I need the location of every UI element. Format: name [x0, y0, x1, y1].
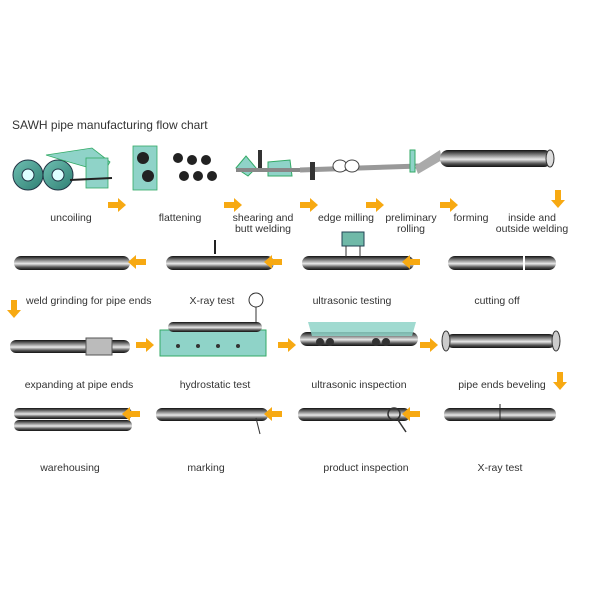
row2-pipes [14, 231, 556, 270]
flow-arrow [402, 407, 420, 421]
flow-arrow [300, 198, 318, 212]
shearing-illustration [235, 150, 300, 177]
step-label-uncoiling: uncoiling [50, 212, 92, 224]
step-label-beveling: pipe ends beveling [458, 379, 546, 391]
flow-arrow [278, 338, 296, 352]
step-label-shearing: shearing and butt welding [232, 212, 294, 235]
step-label-xray-test-2: X-ray test [477, 462, 523, 474]
flattening-illustration [132, 145, 217, 191]
step-label-warehousing: warehousing [40, 462, 100, 474]
step-label-flattening: flattening [158, 212, 202, 224]
step-label-hydrostatic: hydrostatic test [179, 379, 251, 391]
flow-arrow [551, 190, 565, 208]
step-label-expanding: expanding at pipe ends [24, 379, 134, 391]
step-label-preliminary-rolling: preliminary rolling [385, 212, 437, 235]
step-label-forming: forming [453, 212, 489, 224]
step-label-edge-milling: edge milling [317, 212, 375, 224]
step-label-cutting-off: cutting off [474, 295, 520, 307]
flow-arrow [402, 255, 420, 269]
preliminary-rolling-illustration [409, 149, 442, 174]
forming-welding-pipe [440, 149, 555, 168]
uncoiling-illustration [12, 147, 113, 191]
flow-arrow [128, 255, 146, 269]
step-label-inside-outside-welding: inside and outside welding [495, 212, 569, 235]
flow-arrow [366, 198, 384, 212]
step-label-weld-grinding: weld grinding for pipe ends [26, 295, 152, 307]
edge-milling-illustration [299, 159, 421, 180]
step-label-product-inspection: product inspection [323, 462, 409, 474]
flow-arrow [7, 300, 21, 318]
flow-arrow [224, 198, 242, 212]
flow-arrow [440, 198, 458, 212]
flow-arrow [136, 338, 154, 352]
flow-arrow [420, 338, 438, 352]
step-label-ultrasonic-testing: ultrasonic testing [312, 295, 392, 307]
flow-arrow [108, 198, 126, 212]
row4-illustrations [14, 404, 556, 435]
row3-illustrations [10, 292, 561, 357]
flow-arrow [122, 407, 140, 421]
flow-arrow [553, 372, 567, 390]
flow-arrows [7, 190, 567, 421]
step-label-ultrasonic-inspection: ultrasonic inspection [311, 379, 407, 391]
page-title: SAWH pipe manufacturing flow chart [12, 118, 208, 132]
step-label-marking: marking [187, 462, 225, 474]
flow-arrow [264, 407, 282, 421]
step-label-xray-test-1: X-ray test [189, 295, 235, 307]
flow-arrow [264, 255, 282, 269]
